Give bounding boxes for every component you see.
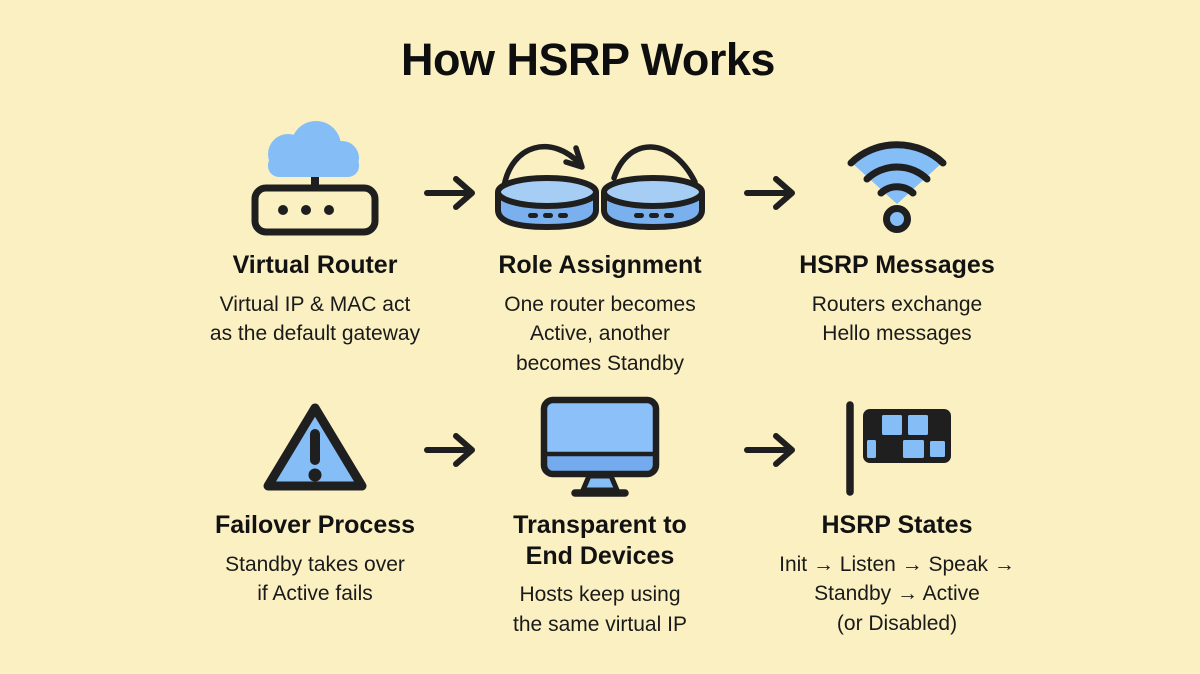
- page-title: How HSRP Works: [401, 34, 775, 85]
- step-description: Virtual IP & MAC act as the default gate…: [209, 292, 421, 346]
- step-role-assignment: Role Assignment One router becomes Activ…: [440, 116, 760, 379]
- step-virtual-router: Virtual Router Virtual IP & MAC act as t…: [155, 116, 475, 349]
- right-arrow-icon: [424, 176, 475, 210]
- step-hsrp-messages: HSRP Messages Routers exchange Hello mes…: [737, 116, 1057, 349]
- right-arrow-icon: [424, 433, 475, 467]
- wifi-signal-icon: [847, 141, 947, 233]
- step-title: Role Assignment: [498, 251, 702, 279]
- step-description: Standby takes over if Active fails: [225, 552, 405, 606]
- step-transparent-to-end-devices: Transparent to End Devices Hosts keep us…: [440, 394, 760, 640]
- step-failover-process: Failover Process Standby takes over if A…: [155, 394, 475, 609]
- step-description: One router becomes Active, another becom…: [504, 292, 696, 376]
- step-title: HSRP Messages: [799, 251, 995, 279]
- step-description: Hosts keep using the same virtual IP: [513, 583, 687, 636]
- right-arrow-icon: [744, 433, 795, 467]
- step-title: Transparent to End Devices: [513, 511, 687, 570]
- desktop-monitor-icon: [540, 396, 660, 497]
- step-title: HSRP States: [821, 511, 973, 539]
- step-title: Failover Process: [214, 511, 416, 539]
- checkered-flag-icon: [846, 401, 951, 496]
- warning-triangle-icon: [263, 403, 367, 491]
- cloud-router-icon: [251, 121, 379, 236]
- step-hsrp-states: HSRP States Init → Listen → Speak → Stan…: [737, 394, 1057, 639]
- step-description: Routers exchange Hello messages: [811, 292, 983, 346]
- router-role-swap-icon: [495, 144, 705, 231]
- step-title: Virtual Router: [232, 251, 398, 279]
- right-arrow-icon: [744, 176, 795, 210]
- step-description: Init → Listen → Speak → Standby → Active…: [779, 552, 1015, 636]
